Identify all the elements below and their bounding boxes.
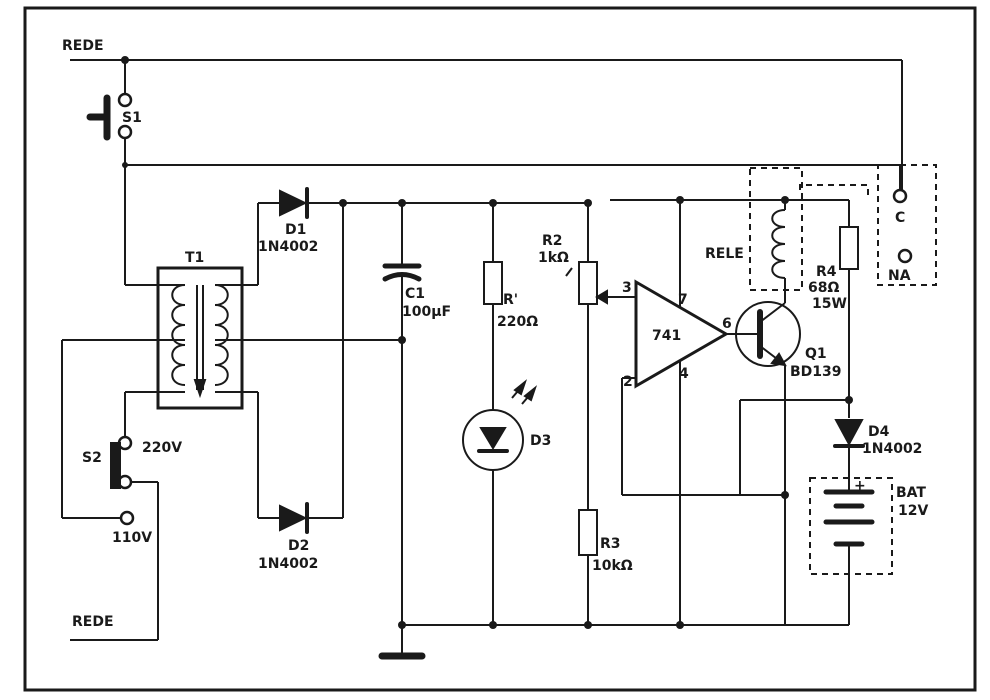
secondary-wiring: [240, 199, 406, 519]
label-d4-part: 1N4002: [862, 441, 922, 457]
mains-top-wiring: [70, 56, 903, 286]
label-d4: D4: [868, 424, 890, 440]
relay-contact-enclosure: [877, 164, 937, 286]
label-110v: 110V: [112, 530, 152, 546]
label-contact-na: NA: [888, 268, 911, 284]
border-frame: [23, 6, 977, 692]
label-pin3: 3: [622, 280, 632, 296]
label-contact-c: C: [895, 210, 905, 226]
relay-coil: [771, 184, 869, 285]
resistor-r3: [578, 509, 598, 625]
label-r3: R3: [600, 536, 621, 552]
label-220v: 220V: [142, 440, 182, 456]
label-c1-value: 100µF: [402, 304, 451, 320]
label-q1: Q1: [805, 346, 827, 362]
label-r1-value: 220Ω: [497, 314, 538, 330]
label-r2-value: 1kΩ: [538, 250, 569, 266]
battery-bat: [823, 489, 875, 625]
relay-enclosure: [749, 167, 803, 291]
label-bat-voltage: 12V: [898, 503, 928, 519]
label-t1: T1: [185, 250, 204, 266]
diode-d1: [279, 187, 309, 219]
label-r4-value: 68Ω: [808, 280, 839, 296]
capacitor-c1: [382, 203, 422, 625]
diode-d2: [279, 502, 309, 534]
label-rede-top: REDE: [62, 38, 104, 54]
resistor-r4: [785, 199, 859, 418]
switch-s1: [86, 92, 133, 141]
label-d1-part: 1N4002: [258, 239, 318, 255]
positive-rail: [343, 196, 789, 207]
primary-wiring: [61, 339, 160, 641]
transformer-t1: [156, 266, 244, 410]
label-bat: BAT: [896, 485, 926, 501]
label-bat-plus: +: [854, 478, 866, 494]
label-rede-bottom: REDE: [72, 614, 114, 630]
label-741: 741: [652, 328, 681, 344]
label-s1: S1: [122, 110, 142, 126]
resistor-r1: [483, 203, 503, 410]
label-pin4: 4: [679, 366, 689, 382]
potentiometer-r2: [565, 203, 632, 510]
ground-rail: [378, 621, 849, 660]
label-rele: RELE: [705, 246, 744, 262]
label-d2: D2: [288, 538, 309, 554]
opamp-741: [621, 200, 785, 625]
diode-d4: [739, 396, 865, 499]
label-pin2: 2: [623, 374, 633, 390]
battery-enclosure: [809, 477, 893, 575]
relay-contacts: [892, 188, 913, 264]
label-d2-part: 1N4002: [258, 556, 318, 572]
label-r4-power: 15W: [812, 296, 847, 312]
label-s2: S2: [82, 450, 102, 466]
label-c1: C1: [405, 286, 425, 302]
led-d3: [462, 379, 538, 625]
label-d1: D1: [285, 222, 306, 238]
transistor-q1: [735, 285, 801, 625]
label-q1-part: BD139: [790, 364, 842, 380]
label-r4: R4: [816, 264, 837, 280]
label-pin7: 7: [678, 292, 688, 308]
label-d3: D3: [530, 433, 551, 449]
label-r1: R': [503, 292, 518, 308]
label-r3-value: 10kΩ: [592, 558, 633, 574]
label-pin6: 6: [722, 316, 732, 332]
switch-s2: [110, 435, 135, 526]
label-r2: R2: [542, 233, 563, 249]
